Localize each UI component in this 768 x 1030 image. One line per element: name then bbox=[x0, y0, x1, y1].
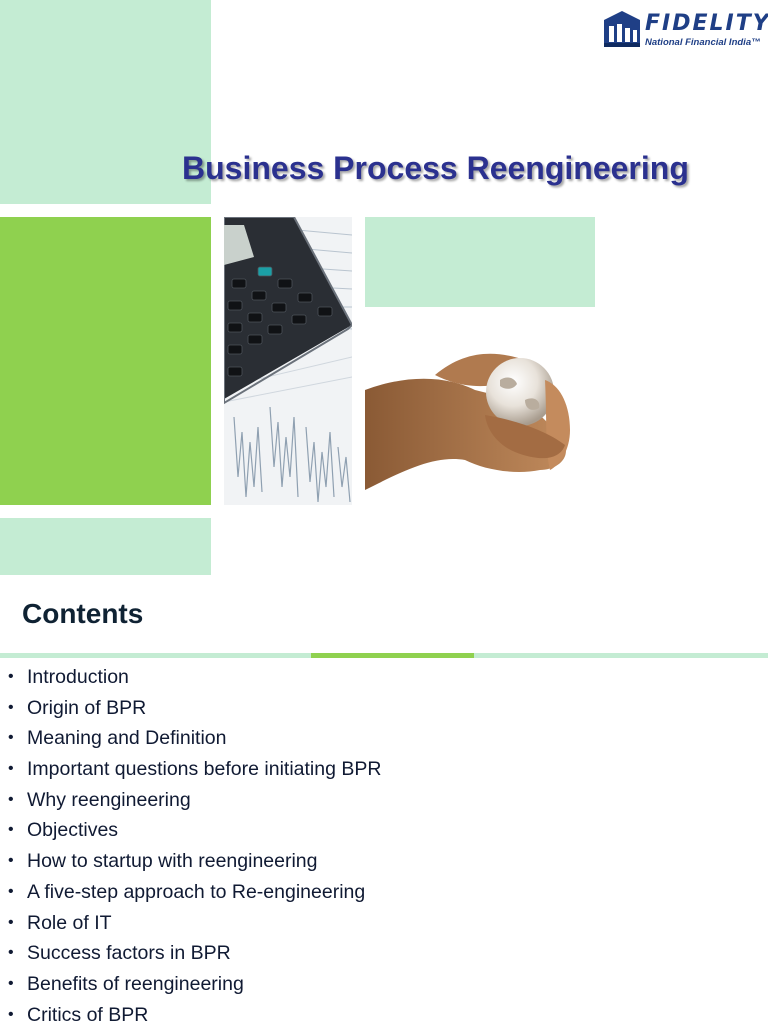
list-item: Benefits of reengineering bbox=[8, 969, 381, 1000]
contents-list: Introduction Origin of BPR Meaning and D… bbox=[8, 662, 381, 1030]
divider-accent bbox=[311, 653, 474, 658]
list-item: Objectives bbox=[8, 815, 381, 846]
calculator-photo bbox=[224, 217, 352, 505]
slide-title: Business Process Reengineering bbox=[182, 150, 689, 186]
list-item: Important questions before initiating BP… bbox=[8, 754, 381, 785]
company-logo: FIDELITY National Financial India™ bbox=[603, 10, 768, 50]
list-item: Meaning and Definition bbox=[8, 723, 381, 754]
hands-globe-photo bbox=[365, 320, 595, 510]
contents-heading: Contents bbox=[22, 598, 144, 629]
list-item: How to startup with reengineering bbox=[8, 846, 381, 877]
list-item: Role of IT bbox=[8, 908, 381, 939]
decor-block-green bbox=[0, 217, 211, 505]
building-logo-icon bbox=[604, 11, 640, 47]
logo-tagline: National Financial India™ bbox=[645, 37, 761, 48]
decor-block-right bbox=[365, 217, 595, 307]
logo-wordmark: FIDELITY bbox=[645, 11, 768, 36]
list-item: Critics of BPR bbox=[8, 1000, 381, 1030]
divider-left bbox=[0, 653, 311, 658]
list-item: Origin of BPR bbox=[8, 693, 381, 724]
list-item: Success factors in BPR bbox=[8, 938, 381, 969]
divider-right bbox=[474, 653, 768, 658]
decor-block-bottom-left bbox=[0, 518, 211, 575]
list-item: Introduction bbox=[8, 662, 381, 693]
list-item: Why reengineering bbox=[8, 785, 381, 816]
decor-block-top-left bbox=[0, 0, 211, 204]
list-item: A five-step approach to Re-engineering bbox=[8, 877, 381, 908]
